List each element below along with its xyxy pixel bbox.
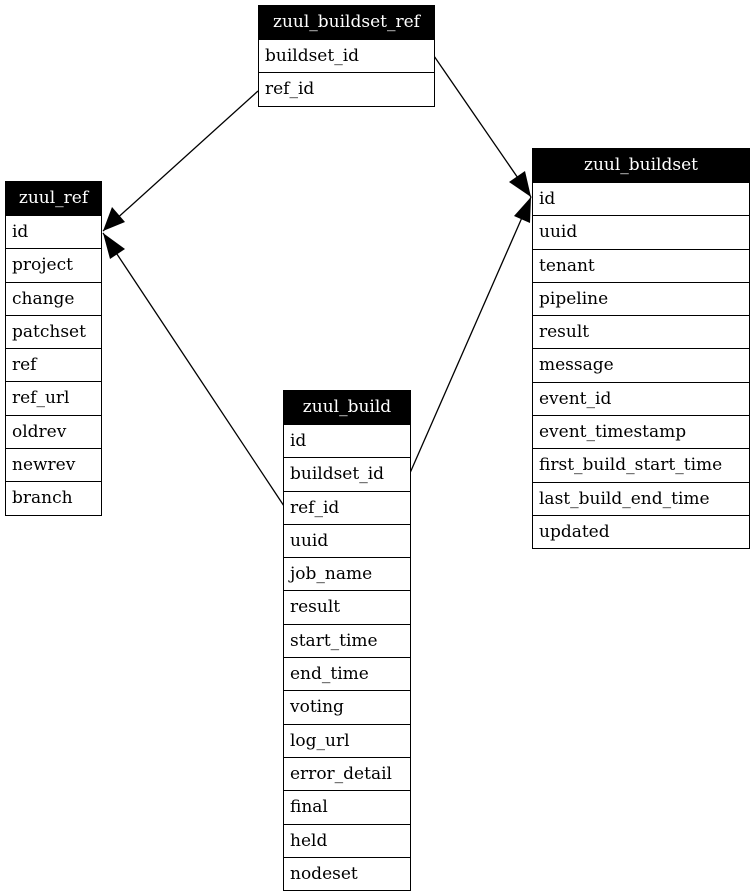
edge-build-to-ref-arrow (103, 233, 125, 259)
edge-buildset-ref-to-buildset-arrow (509, 171, 531, 197)
column-row: result (533, 315, 749, 348)
column-row: last_build_end_time (533, 481, 749, 515)
edge-buildset-ref-to-buildset (433, 55, 532, 198)
edge-build-to-buildset-arrow (514, 197, 531, 223)
column-row: message (533, 348, 749, 381)
column-list: id project change patchset ref ref_url o… (6, 215, 101, 515)
column-row: job_name (284, 557, 410, 590)
column-row: ref_id (259, 72, 434, 105)
column-row: first_build_start_time (533, 448, 749, 481)
column-row: buildset_id (259, 39, 434, 72)
column-row: event_id (533, 381, 749, 415)
table-zuul-buildset-ref[interactable]: zuul_buildset_ref buildset_id ref_id (258, 5, 435, 107)
column-row: nodeset (284, 856, 410, 890)
table-zuul-buildset[interactable]: zuul_buildset id uuid tenant pipeline re… (532, 148, 750, 550)
column-row: ref_id (284, 490, 410, 524)
column-row: id (284, 424, 410, 457)
column-row: held (284, 823, 410, 857)
column-row: log_url (284, 723, 410, 757)
edge-build-to-ref (102, 232, 285, 507)
table-title: zuul_buildset (533, 149, 749, 182)
column-row: branch (6, 481, 101, 514)
column-row: final (284, 790, 410, 823)
edge-buildset-ref-to-ref-arrow (103, 207, 125, 231)
column-row: voting (284, 690, 410, 723)
column-row: updated (533, 514, 749, 548)
column-row: id (533, 182, 749, 215)
table-zuul-ref[interactable]: zuul_ref id project change patchset ref … (5, 181, 102, 516)
column-list: id uuid tenant pipeline result message e… (533, 182, 749, 548)
column-row: start_time (284, 623, 410, 657)
column-row: tenant (533, 248, 749, 282)
column-row: oldrev (6, 414, 101, 448)
column-row: pipeline (533, 281, 749, 315)
edge-buildset-ref-to-ref (102, 90, 259, 232)
column-row: event_timestamp (533, 415, 749, 448)
table-title: zuul_buildset_ref (259, 6, 434, 39)
column-row: newrev (6, 448, 101, 481)
table-zuul-build[interactable]: zuul_build id buildset_id ref_id uuid jo… (283, 390, 411, 892)
column-row: error_detail (284, 756, 410, 790)
column-row: uuid (533, 215, 749, 248)
column-row: end_time (284, 657, 410, 690)
column-row: ref (6, 348, 101, 381)
column-row: result (284, 590, 410, 623)
column-row: uuid (284, 523, 410, 557)
table-title: zuul_build (284, 391, 410, 424)
column-row: buildset_id (284, 457, 410, 490)
table-title: zuul_ref (6, 182, 101, 215)
column-row: patchset (6, 314, 101, 348)
column-row: project (6, 248, 101, 281)
column-list: id buildset_id ref_id uuid job_name resu… (284, 424, 410, 890)
column-row: ref_url (6, 381, 101, 414)
column-row: change (6, 281, 101, 315)
column-row: id (6, 215, 101, 248)
edge-build-to-buildset (409, 196, 532, 474)
column-list: buildset_id ref_id (259, 39, 434, 106)
